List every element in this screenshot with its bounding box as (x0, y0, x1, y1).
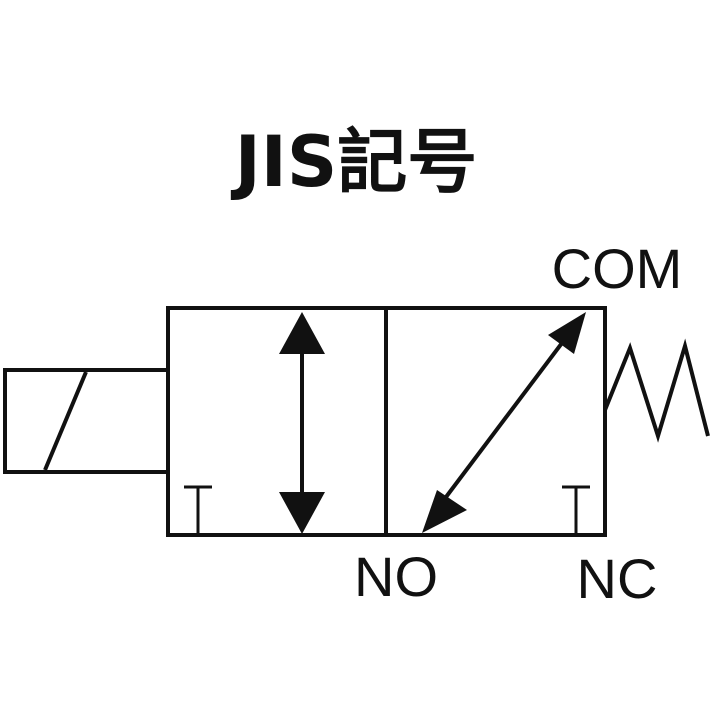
solenoid-actuator (3, 368, 170, 474)
port-label-no: NO (354, 545, 438, 608)
left-envelope (184, 312, 325, 535)
valve-body (166, 306, 607, 537)
diagram-title: JIS記号 (231, 121, 478, 203)
solenoid-coil-box (3, 368, 170, 474)
vertical-double-arrow-icon (279, 312, 325, 534)
port-label-com: COM (552, 237, 683, 300)
right-envelope (422, 312, 590, 535)
diagonal-double-arrow-icon (422, 312, 586, 533)
blocked-port-left-icon (184, 485, 212, 535)
blocked-port-right-icon (562, 485, 590, 535)
return-spring-icon (603, 338, 710, 443)
port-label-nc: NC (577, 547, 658, 610)
solenoid-diagonal-line (43, 371, 88, 471)
